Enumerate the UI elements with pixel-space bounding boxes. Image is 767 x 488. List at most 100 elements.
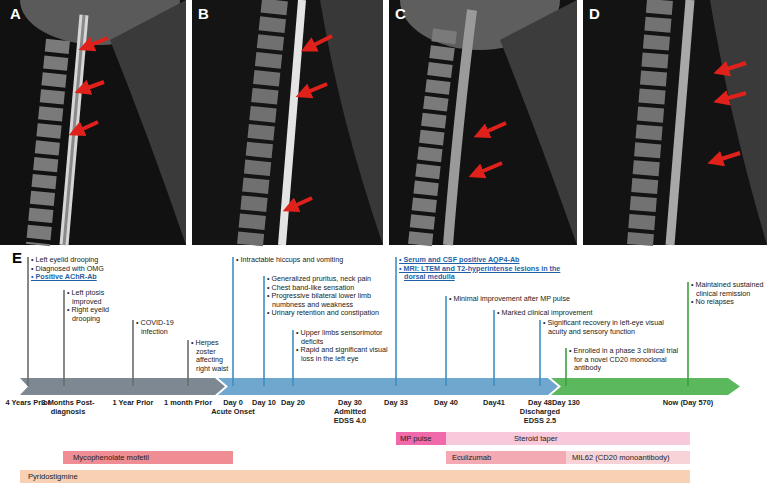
panel-letter: C [395, 5, 406, 22]
lesion-arrow [86, 38, 108, 47]
event-notes: • COVID-19 infection [136, 319, 186, 336]
timeline-tick: 1 Year Prior [108, 399, 158, 408]
event-line [187, 340, 189, 386]
lesion-arrow [721, 63, 746, 71]
event-note: • Urinary retention and constipation [267, 309, 392, 318]
event-line [493, 310, 495, 386]
key-finding: • Serum and CSF positive AQP4-Ab [399, 256, 571, 265]
mri-panel [583, 0, 767, 245]
event-line [395, 257, 397, 386]
timeline-tick: Day 40 [429, 399, 463, 408]
event-note: • Left ptosis improved [67, 289, 131, 306]
bar-label: Eculizumab [452, 453, 491, 462]
timeline-tick: Acute Onset [208, 408, 258, 417]
timeline-tick: Day 33 [379, 399, 413, 408]
event-note: • Marked clinical improvement [497, 309, 617, 318]
event-line [27, 257, 29, 386]
lesion-arrow [290, 198, 312, 208]
event-note: • Enrolled in a phase 3 clinical trial f… [569, 347, 687, 373]
event-notes: • Serum and CSF positive AQP4-Ab• MRI: L… [399, 256, 571, 282]
lesion-arrow [476, 163, 502, 174]
panel-letter: E [12, 249, 22, 266]
event-note: • Intractable hiccups and vomiting [236, 256, 386, 265]
event-note: • Left eyelid drooping [31, 256, 131, 265]
event-line [132, 320, 134, 386]
timeline-tick: Day 0 [213, 399, 253, 408]
panel-letter: B [198, 5, 209, 22]
event-notes: • Minimal improvement after MP pulse [449, 295, 589, 304]
lesion-arrow [303, 84, 327, 94]
lesion-arrow [82, 82, 104, 90]
event-note: • Diagnosed with OMG [31, 265, 131, 274]
key-finding: • Positive AChR-Ab [31, 273, 131, 282]
timeline-tick: Day 20 [276, 399, 310, 408]
mri-vertebrae [250, 0, 275, 245]
mri-vertebrae [420, 30, 445, 245]
timeline-tick: Admitted [328, 408, 372, 417]
panel-letter: D [589, 5, 600, 22]
event-note: • Minimal improvement after MP pulse [449, 295, 589, 304]
event-note: • Progressive bilateral lower limb numbn… [267, 292, 392, 309]
event-line [539, 320, 541, 386]
treatment-bar: Pyridostigmine [20, 470, 690, 483]
event-line [232, 257, 234, 386]
event-line [263, 276, 265, 386]
event-line [445, 296, 447, 386]
bar-label: Pyridostigmine [28, 472, 78, 481]
mri-soft-tissue [500, 0, 577, 245]
timeline-band [218, 378, 558, 395]
mri-cord [448, 10, 472, 245]
event-notes: • Marked clinical improvement [497, 309, 617, 318]
timeline-tick: Day 48 [523, 399, 557, 408]
event-line [292, 330, 294, 386]
mri-soft-tissue [110, 0, 186, 245]
timeline-tick: Now (Day 570) [656, 399, 720, 408]
timeline-tick: Day41 [477, 399, 511, 408]
mri-panel [192, 0, 383, 245]
lesion-arrow [481, 123, 506, 134]
lesion-arrow [76, 122, 98, 132]
event-note: • Maintained sustained clinical remissio… [691, 281, 765, 298]
event-notes: • Left ptosis improved• Right eyelid dro… [67, 289, 131, 323]
event-note: • COVID-19 infection [136, 319, 186, 336]
event-note: • Upper limbs sensorimotor deficits [296, 329, 394, 346]
timeline-tick: EDSS 4.0 [328, 417, 372, 426]
bar-label: MP pulse [400, 434, 432, 443]
event-note: • Chest band-like sensation [267, 284, 392, 293]
event-notes: • Enrolled in a phase 3 clinical trial f… [569, 347, 687, 373]
event-notes: • Left eyelid drooping• Diagnosed with O… [31, 256, 131, 282]
panel-letter: A [10, 5, 21, 22]
timeline-tick: EDSS 2.5 [518, 417, 562, 426]
timeline-band [551, 378, 740, 395]
event-note: • No relapses [691, 298, 765, 307]
lesion-arrow [308, 36, 332, 48]
event-notes: • Maintained sustained clinical remissio… [691, 281, 765, 307]
lesion-arrow [715, 153, 740, 161]
treatment-bar: Eculizumab [446, 451, 566, 464]
event-note: • Significant recovery in left-eye visua… [543, 319, 673, 336]
event-notes: • Upper limbs sensorimotor deficits• Rap… [296, 329, 394, 363]
timeline-tick: 3 Months Post-diagnosis [39, 399, 97, 416]
event-note: • Right eyelid drooping [67, 306, 131, 323]
timeline-tick: Day 30 [330, 399, 370, 408]
event-line [63, 290, 65, 386]
event-notes: • Intractable hiccups and vomiting [236, 256, 386, 265]
timeline-tick: Day 130 [547, 399, 585, 408]
event-note: • Herpes zoster affecting right waist [191, 339, 231, 373]
mri-soft-tissue [710, 0, 767, 245]
treatment-bar: MP pulse [396, 432, 446, 445]
bar-label: Steroid taper [514, 434, 557, 443]
timeline-band [20, 378, 225, 395]
event-notes: • Generalized pruritus, neck pain• Chest… [267, 275, 392, 318]
event-notes: • Herpes zoster affecting right waist [191, 339, 231, 373]
event-note: • Generalized pruritus, neck pain [267, 275, 392, 284]
bar-label: MIL62 (CD20 monoantibody) [572, 453, 670, 462]
treatment-bar: MIL62 (CD20 monoantibody) [566, 451, 690, 464]
treatment-bar: Steroid taper [446, 432, 690, 445]
lesion-arrow [721, 93, 746, 100]
timeline-tick: Day 10 [247, 399, 281, 408]
event-notes: • Significant recovery in left-eye visua… [543, 319, 673, 336]
mri-vertebrae [640, 0, 660, 245]
